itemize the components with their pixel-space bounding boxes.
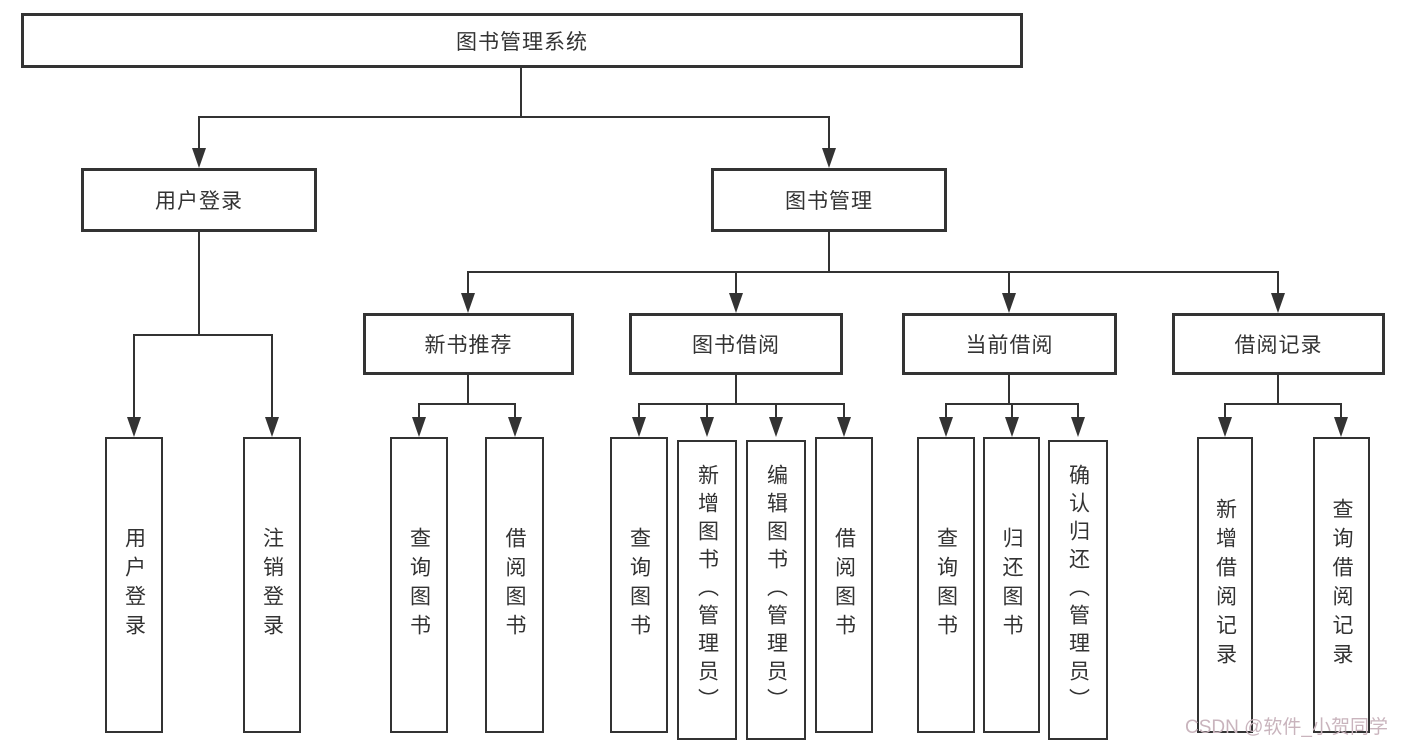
arrowhead-down: [127, 417, 141, 437]
leaf-records-add-record-label: 新增借阅记录: [1213, 498, 1237, 672]
leaf-borrow-add-books: 新增图书（管理员）: [677, 440, 737, 740]
connector-drop-br-add: [1224, 403, 1226, 417]
connector-drop-rec-query: [418, 403, 420, 417]
connector-drop-bb-borrow: [843, 403, 845, 417]
leaf-recommend-borrow-books-label: 借阅图书: [503, 527, 526, 643]
leaf-logout: 注销登录: [243, 437, 301, 733]
connector-stem-user-login: [198, 232, 200, 336]
node-root: 图书管理系统: [21, 13, 1023, 68]
leaf-current-return-books: 归还图书: [983, 437, 1040, 733]
leaf-recommend-query-books: 查询图书: [390, 437, 448, 733]
connector-drop-cb-query: [945, 403, 947, 417]
leaf-borrow-borrow-books: 借阅图书: [815, 437, 873, 733]
node-borrow-records: 借阅记录: [1172, 313, 1385, 375]
connector-drop-bb-query: [638, 403, 640, 417]
arrowhead-down: [412, 417, 426, 437]
connector-drop-cb-return: [1011, 403, 1013, 417]
connector-stem-book-management: [828, 232, 830, 273]
leaf-borrow-borrow-books-label: 借阅图书: [832, 527, 856, 643]
connector-rail-new-book-recommend: [418, 403, 516, 405]
leaf-current-query-books: 查询图书: [917, 437, 975, 733]
leaf-recommend-borrow-books: 借阅图书: [485, 437, 544, 733]
connector-stem-book-borrow: [735, 375, 737, 405]
leaf-current-confirm-return: 确认归还（管理员）: [1048, 440, 1108, 740]
arrowhead-down: [461, 293, 475, 313]
connector-drop-book-borrow: [735, 271, 737, 293]
arrowhead-down: [822, 148, 836, 168]
connector-drop-cb-confirm: [1077, 403, 1079, 417]
arrowhead-down: [1002, 293, 1016, 313]
connector-stem-borrow-records: [1277, 375, 1279, 405]
connector-drop-br-query: [1340, 403, 1342, 417]
arrowhead-down: [1218, 417, 1232, 437]
arrowhead-down: [265, 417, 279, 437]
connector-drop-current-borrow: [1008, 271, 1010, 293]
leaf-user-login-label: 用户登录: [122, 527, 146, 643]
connector-rail-borrow-records: [1224, 403, 1342, 405]
node-new-book-recommend: 新书推荐: [363, 313, 574, 375]
leaf-borrow-query-books-label: 查询图书: [627, 527, 651, 643]
arrowhead-down: [837, 417, 851, 437]
connector-drop-book-management: [828, 116, 830, 148]
arrowhead-down: [1005, 417, 1019, 437]
leaf-records-query-record-label: 查询借阅记录: [1330, 498, 1353, 672]
leaf-current-confirm-return-label: 确认归还（管理员）: [1066, 464, 1090, 716]
leaf-recommend-query-books-label: 查询图书: [407, 527, 431, 643]
csdn-watermark: CSDN @软件_小贺同学: [1185, 717, 1388, 738]
arrowhead-down: [700, 417, 714, 437]
connector-stem-current-borrow: [1008, 375, 1010, 405]
arrowhead-down: [1334, 417, 1348, 437]
node-book-management: 图书管理: [711, 168, 947, 232]
connector-drop-user-login: [198, 116, 200, 148]
leaf-records-add-record: 新增借阅记录: [1197, 437, 1253, 733]
connector-drop-new-book-recommend: [467, 271, 469, 293]
leaf-borrow-add-books-label: 新增图书（管理员）: [695, 464, 719, 716]
arrowhead-down: [939, 417, 953, 437]
leaf-current-return-books-label: 归还图书: [1000, 527, 1023, 643]
connector-rail-book-management: [467, 271, 1279, 273]
arrowhead-down: [1071, 417, 1085, 437]
arrowhead-down: [769, 417, 783, 437]
connector-drop-bb-edit: [775, 403, 777, 417]
leaf-current-query-books-label: 查询图书: [934, 527, 958, 643]
node-user-login: 用户登录: [81, 168, 317, 232]
connector-rail-user-login: [133, 334, 273, 336]
leaf-borrow-edit-books-label: 编辑图书（管理员）: [764, 464, 788, 716]
connector-drop-leaf-logout: [271, 334, 273, 417]
arrowhead-down: [1271, 293, 1285, 313]
leaf-user-login: 用户登录: [105, 437, 163, 733]
connector-stem-root: [520, 68, 522, 118]
leaf-borrow-edit-books: 编辑图书（管理员）: [746, 440, 806, 740]
connector-drop-rec-borrow: [514, 403, 516, 417]
node-current-borrow: 当前借阅: [902, 313, 1117, 375]
leaf-borrow-query-books: 查询图书: [610, 437, 668, 733]
connector-drop-borrow-records: [1277, 271, 1279, 293]
node-book-borrow: 图书借阅: [629, 313, 843, 375]
connector-rail-book-borrow: [638, 403, 845, 405]
connector-drop-bb-add: [706, 403, 708, 417]
connector-stem-new-book-recommend: [467, 375, 469, 405]
leaf-logout-label: 注销登录: [260, 527, 284, 643]
connector-rail-root: [198, 116, 830, 118]
arrowhead-down: [508, 417, 522, 437]
arrowhead-down: [729, 293, 743, 313]
arrowhead-down: [632, 417, 646, 437]
arrowhead-down: [192, 148, 206, 168]
connector-drop-leaf-user-login: [133, 334, 135, 417]
leaf-records-query-record: 查询借阅记录: [1313, 437, 1370, 733]
